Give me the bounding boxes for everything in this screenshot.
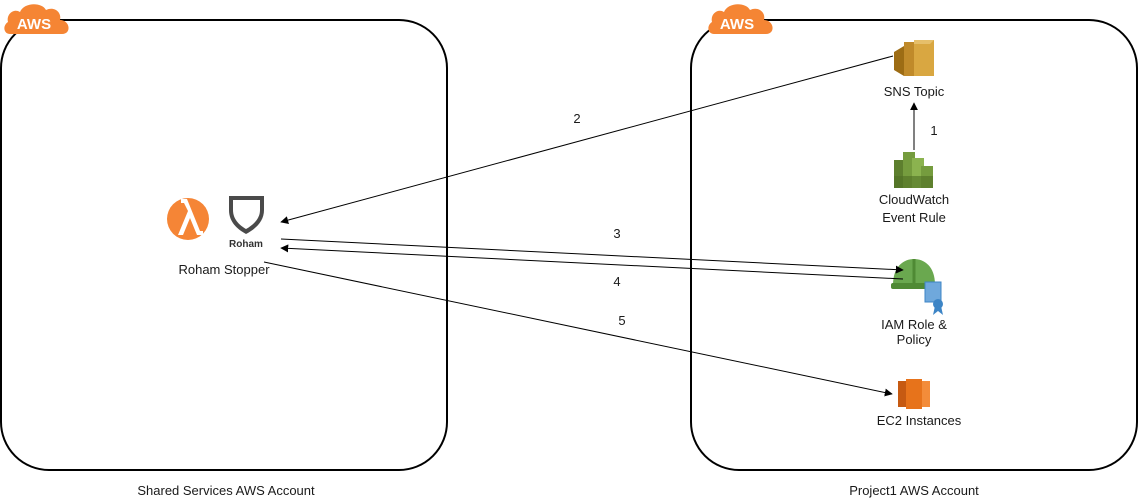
cloudwatch-label-line2: Event Rule: [882, 210, 946, 225]
sns-topic-node: SNS Topic: [884, 40, 945, 99]
edge-4: 4: [280, 244, 904, 289]
account-caption: Shared Services AWS Account: [137, 483, 315, 498]
edge-2: 2: [280, 55, 894, 224]
aws-cloud-badge: AWS: [4, 4, 69, 35]
cloudwatch-node: CloudWatch Event Rule: [879, 152, 949, 225]
ec2-icon: [898, 379, 930, 409]
roham-icon-text: Roham: [229, 239, 263, 250]
edge-5: 5: [263, 261, 893, 397]
lambda-icon: [167, 198, 209, 240]
roham-stopper-node: Roham Roham Stopper: [167, 196, 270, 277]
aws-cloud-badge: AWS: [708, 4, 773, 35]
edge-1: 1: [910, 102, 938, 150]
account-caption: Project1 AWS Account: [849, 483, 979, 498]
iam-label-line2: Policy: [897, 332, 932, 347]
ec2-label: EC2 Instances: [877, 413, 962, 428]
edge-label: 4: [613, 274, 620, 289]
sns-topic-label: SNS Topic: [884, 84, 945, 99]
edge-3: 3: [280, 226, 904, 274]
aws-badge-text: AWS: [720, 16, 754, 33]
cloudwatch-label-line1: CloudWatch: [879, 192, 949, 207]
roham-stopper-label: Roham Stopper: [178, 262, 270, 277]
edge-label: 1: [930, 123, 937, 138]
edge-label: 3: [613, 226, 620, 241]
edge-label: 5: [618, 313, 625, 328]
sns-icon: [894, 40, 934, 76]
shield-icon: Roham: [229, 196, 264, 250]
aws-badge-text: AWS: [17, 16, 51, 33]
cloudwatch-icon: [894, 152, 933, 188]
project1-account: AWS Project1 AWS Account: [690, 4, 1138, 498]
edge-label: 2: [573, 111, 580, 126]
ec2-node: EC2 Instances: [877, 379, 962, 428]
iam-icon: [891, 259, 943, 315]
iam-label-line1: IAM Role &: [881, 317, 947, 332]
shared-services-account: AWS Shared Services AWS Account: [0, 4, 448, 498]
iam-node: IAM Role & Policy: [881, 259, 947, 347]
